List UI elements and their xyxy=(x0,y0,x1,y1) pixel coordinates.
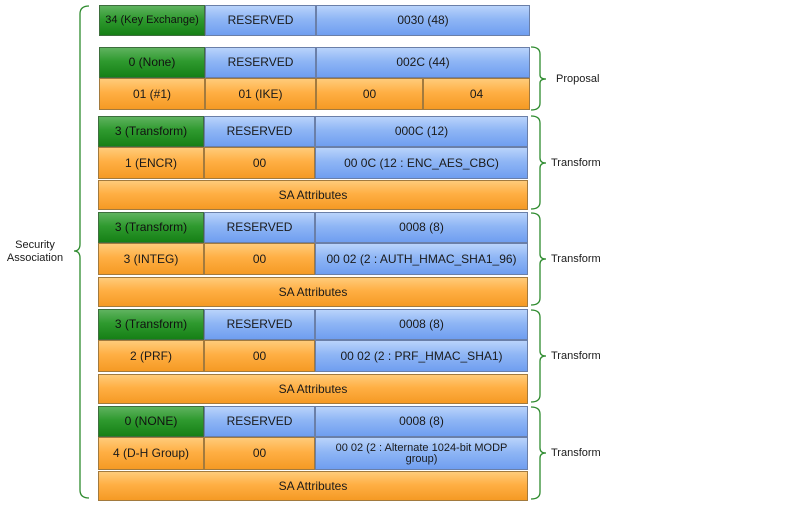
transform-3-reserved: RESERVED xyxy=(204,309,315,340)
transform-2-id: 00 02 (2 : AUTH_HMAC_SHA1_96) xyxy=(315,243,528,275)
transform-2-sa-attributes: SA Attributes xyxy=(98,277,528,307)
proposal-reserved: RESERVED xyxy=(205,47,316,78)
key-exchange-next-payload: 34 (Key Exchange) xyxy=(99,5,205,36)
transform-1-next-payload: 3 (Transform) xyxy=(98,116,204,147)
transform-3-reserved2: 00 xyxy=(204,340,315,372)
transform-3-sa-attributes: SA Attributes xyxy=(98,374,528,404)
transform-label-4: Transform xyxy=(551,447,601,459)
proposal-spi-size: 00 xyxy=(316,78,423,110)
security-association-brace xyxy=(73,5,90,499)
transform-2-reserved: RESERVED xyxy=(204,212,315,243)
transform-brace-4 xyxy=(530,406,547,500)
transform-1-length: 000C (12) xyxy=(315,116,528,147)
transform-2-reserved2: 00 xyxy=(204,243,315,275)
key-exchange-reserved: RESERVED xyxy=(205,5,316,36)
transform-3-type: 2 (PRF) xyxy=(98,340,204,372)
transform-brace-1 xyxy=(530,115,547,210)
proposal-length: 002C (44) xyxy=(316,47,530,78)
transform-2-type: 3 (INTEG) xyxy=(98,243,204,275)
proposal-number: 01 (#1) xyxy=(99,78,205,110)
proposal-next-payload: 0 (None) xyxy=(99,47,205,78)
transform-4-length: 0008 (8) xyxy=(315,406,528,437)
transform-1-reserved2: 00 xyxy=(204,147,315,179)
proposal-num-transforms: 04 xyxy=(423,78,530,110)
transform-4-id: 00 02 (2 : Alternate 1024-bit MODP group… xyxy=(315,437,528,470)
transform-brace-3 xyxy=(530,309,547,403)
transform-1-reserved: RESERVED xyxy=(204,116,315,147)
transform-4-type: 4 (D-H Group) xyxy=(98,437,204,470)
transform-label-3: Transform xyxy=(551,350,601,362)
proposal-protocol-id: 01 (IKE) xyxy=(205,78,316,110)
transform-2-next-payload: 3 (Transform) xyxy=(98,212,204,243)
transform-3-next-payload: 3 (Transform) xyxy=(98,309,204,340)
transform-1-type: 1 (ENCR) xyxy=(98,147,204,179)
transform-2-length: 0008 (8) xyxy=(315,212,528,243)
security-association-label: Security Association xyxy=(6,239,64,264)
transform-brace-2 xyxy=(530,212,547,306)
transform-4-reserved: RESERVED xyxy=(204,406,315,437)
proposal-label: Proposal xyxy=(556,73,600,85)
transform-3-length: 0008 (8) xyxy=(315,309,528,340)
transform-1-sa-attributes: SA Attributes xyxy=(98,180,528,210)
transform-label-2: Transform xyxy=(551,253,601,265)
transform-3-id: 00 02 (2 : PRF_HMAC_SHA1) xyxy=(315,340,528,372)
transform-4-reserved2: 00 xyxy=(204,437,315,470)
key-exchange-length: 0030 (48) xyxy=(316,5,530,36)
proposal-brace xyxy=(530,46,547,111)
transform-label-1: Transform xyxy=(551,157,601,169)
transform-4-next-payload: 0 (NONE) xyxy=(98,406,204,437)
transform-4-sa-attributes: SA Attributes xyxy=(98,471,528,501)
transform-1-id: 00 0C (12 : ENC_AES_CBC) xyxy=(315,147,528,179)
